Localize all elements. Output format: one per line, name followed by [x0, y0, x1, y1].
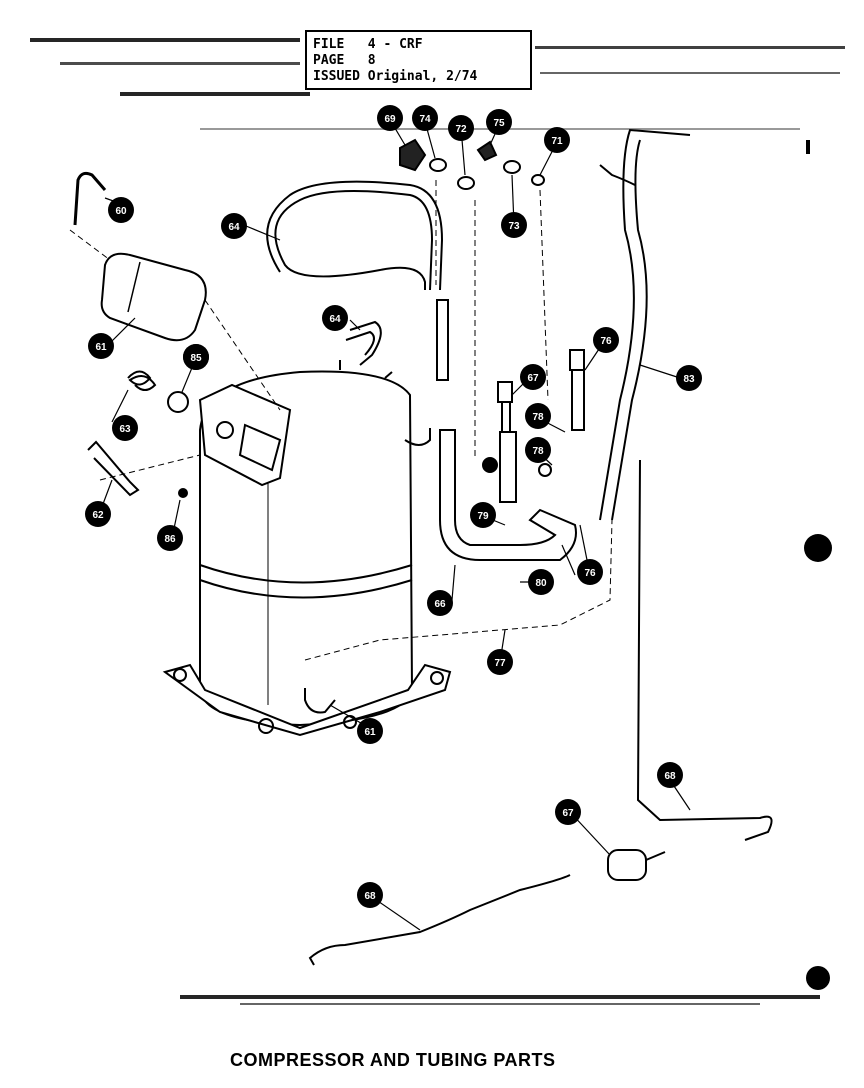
- callout-68-upper: 68: [657, 762, 683, 788]
- valve-assembly: [482, 349, 585, 503]
- callout-62: 62: [85, 501, 111, 527]
- page-label: PAGE: [313, 53, 345, 68]
- callout-63: 63: [112, 415, 138, 441]
- callout-67-drier: 67: [555, 799, 581, 825]
- callout-78-upper: 78: [525, 403, 551, 429]
- svg-text:60: 60: [115, 206, 127, 217]
- svg-text:61: 61: [95, 342, 107, 353]
- svg-text:77: 77: [494, 658, 506, 669]
- callout-67-valve: 67: [520, 364, 546, 390]
- page-line: PAGE 8: [313, 54, 376, 68]
- page-value: 8: [367, 53, 376, 68]
- issued-line: ISSUED Original, 2/74: [313, 70, 477, 84]
- svg-text:62: 62: [92, 510, 104, 521]
- svg-text:85: 85: [190, 353, 202, 364]
- terminal-cover: [100, 252, 207, 342]
- callout-78-lower: 78: [525, 437, 551, 463]
- callout-80: 80: [528, 569, 554, 595]
- callout-leaders: [99, 117, 691, 931]
- svg-text:67: 67: [527, 373, 539, 384]
- svg-text:78: 78: [532, 412, 544, 423]
- diagram-title: COMPRESSOR AND TUBING PARTS: [230, 1050, 556, 1070]
- spring-and-cap: [87, 370, 189, 498]
- callout-69: 69: [377, 105, 403, 131]
- svg-text:63: 63: [119, 424, 131, 435]
- long-return-tube: [599, 128, 691, 521]
- file-line: FILE 4 - CRF: [313, 38, 423, 52]
- issued-label: ISSUED: [313, 69, 360, 84]
- compressor-body: [162, 360, 452, 737]
- svg-text:72: 72: [455, 124, 467, 135]
- svg-text:83: 83: [683, 374, 695, 385]
- svg-text:64: 64: [329, 314, 341, 325]
- callout-61-cover: 61: [88, 333, 114, 359]
- svg-text:78: 78: [532, 446, 544, 457]
- callout-76-upper: 76: [593, 327, 619, 353]
- svg-text:76: 76: [584, 568, 596, 579]
- svg-text:76: 76: [600, 336, 612, 347]
- callout-77: 77: [487, 649, 513, 675]
- callout-85: 85: [183, 344, 209, 370]
- callout-66: 66: [427, 590, 453, 616]
- svg-text:80: 80: [535, 578, 547, 589]
- scan-noise: [30, 38, 845, 1005]
- svg-text:74: 74: [419, 114, 431, 125]
- svg-text:71: 71: [551, 136, 563, 147]
- svg-text:64: 64: [228, 222, 240, 233]
- svg-text:73: 73: [508, 221, 520, 232]
- callout-64-small: 64: [322, 305, 348, 331]
- callout-73: 73: [501, 212, 527, 238]
- issued-value: Original, 2/74: [367, 69, 478, 84]
- callout-72: 72: [448, 115, 474, 141]
- callout-74: 74: [412, 105, 438, 131]
- svg-text:61: 61: [364, 727, 376, 738]
- capillary-tubing: [308, 459, 773, 966]
- file-value: 4 - CRF: [367, 37, 423, 52]
- svg-text:75: 75: [493, 118, 505, 129]
- callout-75: 75: [486, 109, 512, 135]
- callout-68-lower: 68: [357, 882, 383, 908]
- callout-64-upper: 64: [221, 213, 247, 239]
- callout-79: 79: [470, 502, 496, 528]
- small-bent-tube: [73, 171, 107, 226]
- svg-text:68: 68: [364, 891, 376, 902]
- dashed-leaders: [69, 180, 613, 661]
- callout-71: 71: [544, 127, 570, 153]
- svg-text:86: 86: [164, 534, 176, 545]
- file-info-box: FILE 4 - CRF PAGE 8 ISSUED Original, 2/7…: [305, 30, 532, 90]
- callout-60: 60: [108, 197, 134, 223]
- svg-text:79: 79: [477, 511, 489, 522]
- svg-text:67: 67: [562, 808, 574, 819]
- callout-markers: 60 61 61 62 63 64 64 65 66 67 67 68 68 6…: [85, 105, 702, 908]
- small-tube: [345, 320, 382, 366]
- svg-text:68: 68: [664, 771, 676, 782]
- file-label: FILE: [313, 37, 345, 52]
- callout-61-compressor: 61: [357, 718, 383, 744]
- top-fittings: [399, 138, 545, 190]
- callout-83: 83: [676, 365, 702, 391]
- callout-76-lower: 76: [577, 559, 603, 585]
- svg-text:66: 66: [434, 599, 446, 610]
- svg-text:69: 69: [384, 114, 396, 125]
- callout-86: 86: [157, 525, 183, 551]
